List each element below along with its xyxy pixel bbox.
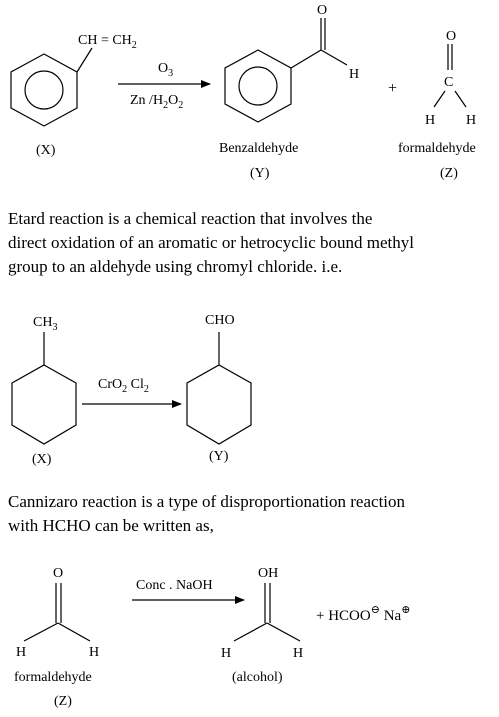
benzene-ring-product bbox=[224, 49, 292, 123]
formaldehyde-h-bond-right bbox=[454, 90, 467, 108]
cannizzaro-reaction-paragraph: Cannizaro reaction is a type of dispropo… bbox=[8, 492, 406, 535]
plus-sign-1: + bbox=[388, 80, 397, 97]
toluene-ring-structure: CH3 (X) bbox=[11, 315, 77, 467]
formaldehyde-carbon: C bbox=[444, 75, 453, 90]
reactant-oxygen: O bbox=[53, 566, 63, 581]
aldehyde-oxygen: O bbox=[317, 3, 327, 18]
ozonolysis-arrow-group: O3 Zn /H2O2 bbox=[118, 61, 211, 111]
product-h-bond-left bbox=[233, 622, 268, 642]
reactant-h-bond-right bbox=[57, 622, 91, 642]
aldehyde-ring-structure: CHO (Y) bbox=[186, 313, 252, 464]
formate-byproduct: + HCOO⊖ Na⊕ bbox=[316, 604, 410, 624]
reactant-h-left: H bbox=[16, 645, 26, 660]
reactant-h-bond-left bbox=[23, 622, 59, 642]
etard-reaction-paragraph: Etard reaction is a chemical reaction th… bbox=[8, 209, 414, 276]
product-name: (alcohol) bbox=[232, 670, 283, 685]
formaldehyde-structure-2: O H H formaldehyde (Z) bbox=[14, 566, 99, 709]
aromatic-circle bbox=[24, 70, 64, 110]
benzaldehyde-structure: O H Benzaldehyde (Y) bbox=[219, 3, 359, 181]
vinyl-bond bbox=[76, 47, 93, 73]
reactant-name: formaldehyde bbox=[14, 670, 92, 685]
formaldehyde-h-right: H bbox=[466, 113, 476, 128]
label-z-1: (Z) bbox=[440, 166, 458, 181]
benzaldehyde-name: Benzaldehyde bbox=[219, 141, 298, 156]
product-h-right: H bbox=[293, 646, 303, 661]
cannizzaro-arrow-group: Conc . NaOH bbox=[132, 578, 245, 604]
label-y-2: (Y) bbox=[209, 449, 229, 464]
reactant-h-right: H bbox=[89, 645, 99, 660]
aldehyde-h-bond bbox=[320, 49, 348, 66]
formaldehyde-h-bond-left bbox=[433, 90, 446, 108]
aromatic-circle-product bbox=[238, 66, 278, 106]
vinyl-group-label: CH = CH2 bbox=[78, 33, 137, 51]
label-y-1: (Y) bbox=[250, 166, 270, 181]
reagent-naoh: Conc . NaOH bbox=[136, 578, 213, 593]
aldehyde-bond bbox=[290, 49, 322, 69]
styrene-structure: CH = CH2 (X) bbox=[10, 33, 137, 158]
formaldehyde-oxygen: O bbox=[446, 29, 456, 44]
label-x-1: (X) bbox=[36, 143, 56, 158]
enol-structure: OH H H (alcohol) bbox=[221, 566, 303, 685]
product-h-left: H bbox=[221, 646, 231, 661]
aldehyde-hydrogen: H bbox=[349, 67, 359, 82]
product-h-bond-right bbox=[266, 622, 301, 642]
label-z-2: (Z) bbox=[54, 694, 72, 709]
label-x-2: (X) bbox=[32, 452, 52, 467]
benzene-ring bbox=[10, 53, 78, 127]
cyclohexane-ring-product bbox=[186, 364, 252, 445]
product-oh: OH bbox=[258, 566, 278, 581]
reagent-chromyl-chloride: CrO2 Cl2 bbox=[98, 377, 149, 395]
formaldehyde-h-left: H bbox=[425, 113, 435, 128]
formaldehyde-structure-1: O C H H formaldehyde (Z) bbox=[398, 29, 476, 181]
methyl-group-label: CH3 bbox=[33, 315, 57, 333]
formaldehyde-name: formaldehyde bbox=[398, 141, 476, 156]
reagent-ozone: O3 bbox=[158, 61, 173, 79]
reagent-zn-h2o2: Zn /H2O2 bbox=[130, 93, 183, 111]
cho-group-label: CHO bbox=[205, 313, 235, 328]
etard-arrow-group: CrO2 Cl2 bbox=[82, 377, 182, 408]
cyclohexane-ring-reactant bbox=[11, 364, 77, 445]
